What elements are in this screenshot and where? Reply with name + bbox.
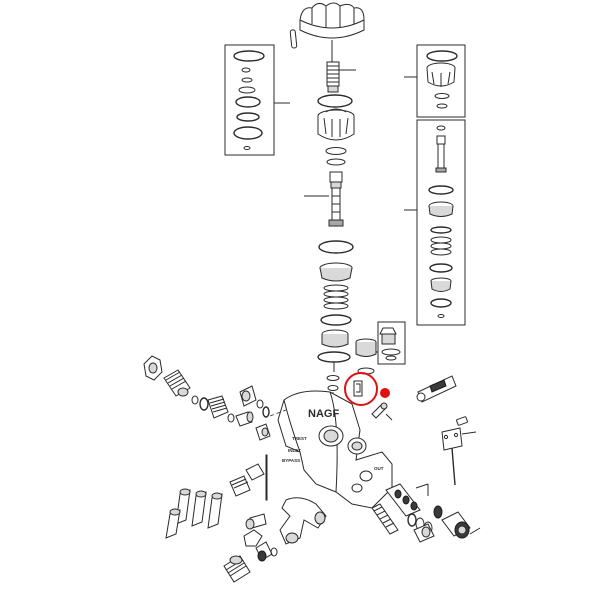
washer — [256, 399, 264, 409]
body-label-bypass: BYPASS — [282, 458, 300, 463]
o-ring-kit-box — [224, 44, 290, 156]
sensor-plate — [441, 427, 477, 486]
check-ball-housing — [255, 423, 271, 441]
piston-seat — [319, 262, 353, 282]
valve-stem — [304, 171, 344, 227]
inlet-connector — [163, 369, 191, 397]
bolt-set — [165, 488, 223, 539]
top-knob — [299, 2, 365, 39]
cap-assembly-box — [404, 44, 466, 118]
injector-fitting — [239, 385, 257, 407]
adapter-plug — [235, 411, 254, 427]
stem-seal-kit-box — [404, 119, 466, 326]
valve-cap — [317, 108, 355, 141]
threaded-stem — [326, 61, 356, 93]
inlet-nut — [143, 355, 163, 381]
quick-coupler — [255, 541, 278, 562]
hex-cap-nut — [243, 529, 263, 547]
small-o-ring — [326, 158, 346, 166]
washer — [325, 147, 347, 155]
spring — [323, 284, 349, 310]
small-ring — [326, 375, 340, 381]
o-ring — [199, 397, 209, 411]
body-label-out: OUT — [374, 466, 384, 471]
washer — [227, 413, 235, 423]
threaded-rod — [371, 503, 399, 535]
outlet-check-valve — [441, 511, 481, 539]
filter-screen — [207, 395, 229, 419]
body-label-trest: TREST — [292, 436, 307, 441]
pump-manifold-body: NAGF TREST INLET OUT BYPASS — [277, 390, 393, 509]
small-ring — [327, 385, 339, 391]
o-ring — [262, 406, 270, 418]
o-ring — [317, 351, 351, 363]
body-label-inlet: INLET — [288, 448, 301, 453]
gauge-port-plug — [413, 523, 435, 543]
washer — [191, 395, 199, 405]
right-fitting-bracket — [415, 483, 429, 496]
unloader-piston — [385, 483, 421, 517]
pressure-plug — [355, 338, 378, 375]
highlight-marker — [344, 372, 390, 406]
seal-ring — [318, 240, 354, 254]
o-ring — [317, 94, 353, 108]
elbow-fitting — [279, 497, 327, 545]
outlet-nipple — [223, 555, 251, 583]
seal-stack — [407, 505, 443, 535]
fitting-kit-box — [229, 454, 268, 501]
check-valve — [321, 329, 349, 348]
hex-bolt — [245, 513, 267, 530]
seal-ring — [320, 314, 352, 326]
bleed-screw — [371, 402, 393, 421]
roll-pin — [289, 29, 298, 49]
clip — [456, 416, 468, 426]
plug-kit-box — [377, 321, 406, 365]
body-label-main: NAGF — [308, 408, 339, 420]
pressure-switch — [416, 375, 457, 403]
